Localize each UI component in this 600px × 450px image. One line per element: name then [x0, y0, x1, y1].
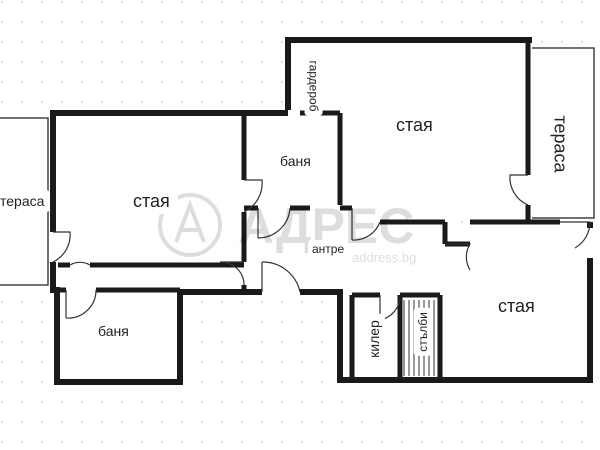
- bathroom-label-bottom: баня: [92, 320, 135, 342]
- closet-label: килер: [362, 314, 385, 364]
- wardrobe-label: гардероб: [304, 56, 323, 116]
- room-label-bottom-right: стая: [490, 293, 543, 319]
- watermark-logo-icon: [158, 193, 222, 257]
- room-label-left: стая: [125, 188, 178, 214]
- bathroom-label-top: баня: [274, 150, 317, 172]
- doors: [52, 174, 591, 321]
- terrace-label-left: тераса: [0, 190, 51, 212]
- inner-walls: [57, 40, 560, 380]
- watermark-site: address.bg: [352, 250, 416, 265]
- outer-walls: [50, 37, 593, 385]
- room-label-top-right: стая: [388, 112, 441, 138]
- hall-label: антре: [308, 240, 349, 258]
- stairs-label: стълби: [413, 308, 432, 356]
- terrace-label-right: тераса: [547, 107, 574, 181]
